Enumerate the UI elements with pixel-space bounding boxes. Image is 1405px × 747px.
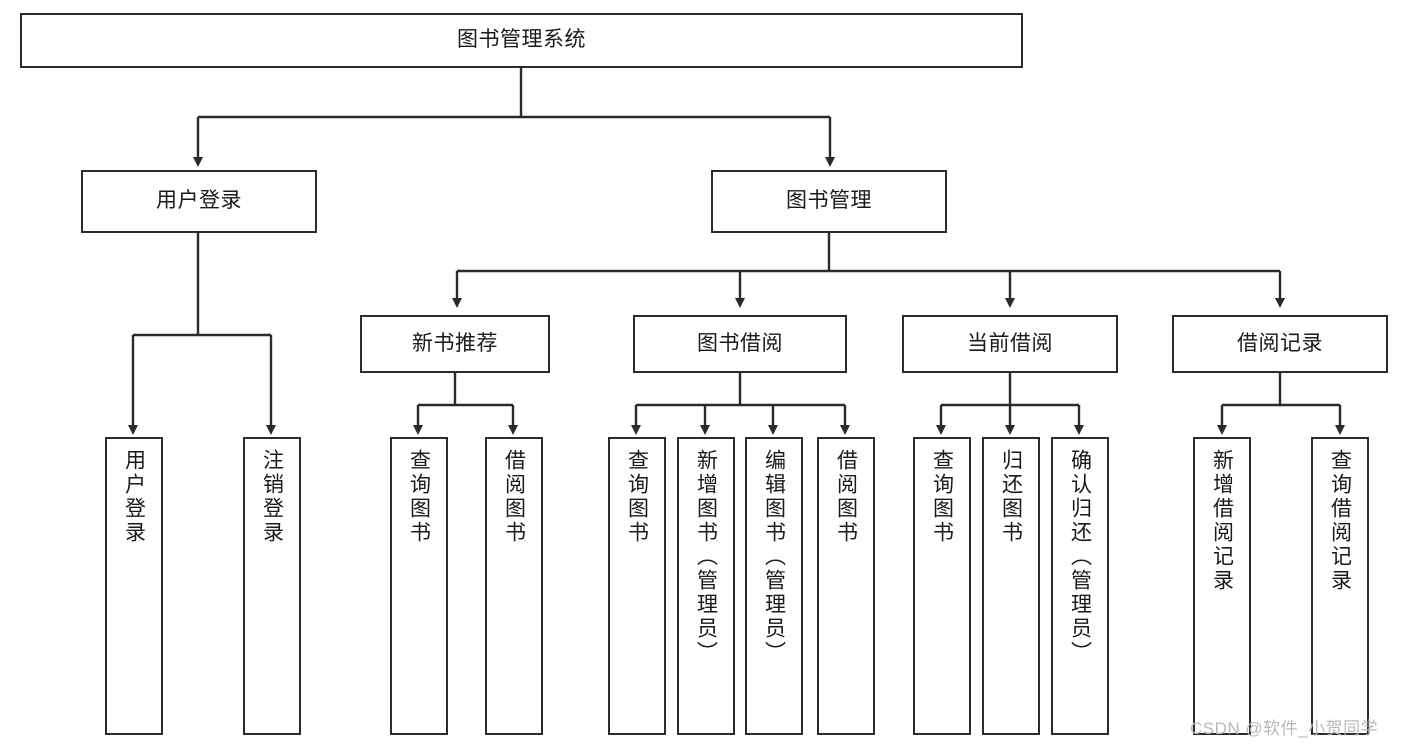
node-leaf-add-record-label: 新增借阅记录	[1210, 449, 1234, 593]
node-leaf-query-record-label: 查询借阅记录	[1328, 449, 1352, 593]
node-user-login[interactable]: 用户登录	[81, 170, 317, 233]
node-leaf-return-book-label: 归还图书	[999, 449, 1023, 545]
node-leaf-logout[interactable]: 注销登录	[243, 437, 301, 735]
node-leaf-user-login[interactable]: 用户登录	[105, 437, 163, 735]
node-book-borrow[interactable]: 图书借阅	[633, 315, 847, 373]
node-leaf-edit-book[interactable]: 编辑图书（管理员）	[745, 437, 803, 735]
node-user-login-label: 用户登录	[156, 189, 242, 213]
node-leaf-logout-label: 注销登录	[260, 449, 284, 545]
node-leaf-add-book[interactable]: 新增图书（管理员）	[677, 437, 735, 735]
node-root[interactable]: 图书管理系统	[20, 13, 1023, 68]
node-leaf-query-book-1-label: 查询图书	[407, 449, 431, 545]
node-leaf-add-record[interactable]: 新增借阅记录	[1193, 437, 1251, 735]
node-leaf-confirm-return[interactable]: 确认归还（管理员）	[1051, 437, 1109, 735]
node-leaf-add-book-label: 新增图书（管理员）	[694, 449, 718, 665]
node-book-manage[interactable]: 图书管理	[711, 170, 947, 233]
node-leaf-query-book-1[interactable]: 查询图书	[390, 437, 448, 735]
node-new-book-rec[interactable]: 新书推荐	[360, 315, 550, 373]
node-leaf-user-login-label: 用户登录	[122, 449, 146, 545]
node-leaf-edit-book-label: 编辑图书（管理员）	[762, 449, 786, 665]
node-leaf-query-book-2[interactable]: 查询图书	[608, 437, 666, 735]
node-new-book-rec-label: 新书推荐	[412, 331, 498, 355]
node-leaf-borrow-book-1-label: 借阅图书	[502, 449, 526, 545]
node-current-borrow-label: 当前借阅	[967, 331, 1053, 355]
node-borrow-record[interactable]: 借阅记录	[1172, 315, 1388, 373]
node-leaf-borrow-book-1[interactable]: 借阅图书	[485, 437, 543, 735]
node-leaf-query-record[interactable]: 查询借阅记录	[1311, 437, 1369, 735]
node-leaf-query-book-2-label: 查询图书	[625, 449, 649, 545]
node-borrow-record-label: 借阅记录	[1237, 331, 1323, 355]
node-leaf-borrow-book-2[interactable]: 借阅图书	[817, 437, 875, 735]
node-book-manage-label: 图书管理	[786, 189, 872, 213]
node-current-borrow[interactable]: 当前借阅	[902, 315, 1118, 373]
node-book-borrow-label: 图书借阅	[697, 331, 783, 355]
node-leaf-query-book-3-label: 查询图书	[930, 449, 954, 545]
node-leaf-confirm-return-label: 确认归还（管理员）	[1068, 449, 1092, 665]
node-root-label: 图书管理系统	[457, 28, 586, 52]
node-leaf-return-book[interactable]: 归还图书	[982, 437, 1040, 735]
node-leaf-borrow-book-2-label: 借阅图书	[834, 449, 858, 545]
node-leaf-query-book-3[interactable]: 查询图书	[913, 437, 971, 735]
